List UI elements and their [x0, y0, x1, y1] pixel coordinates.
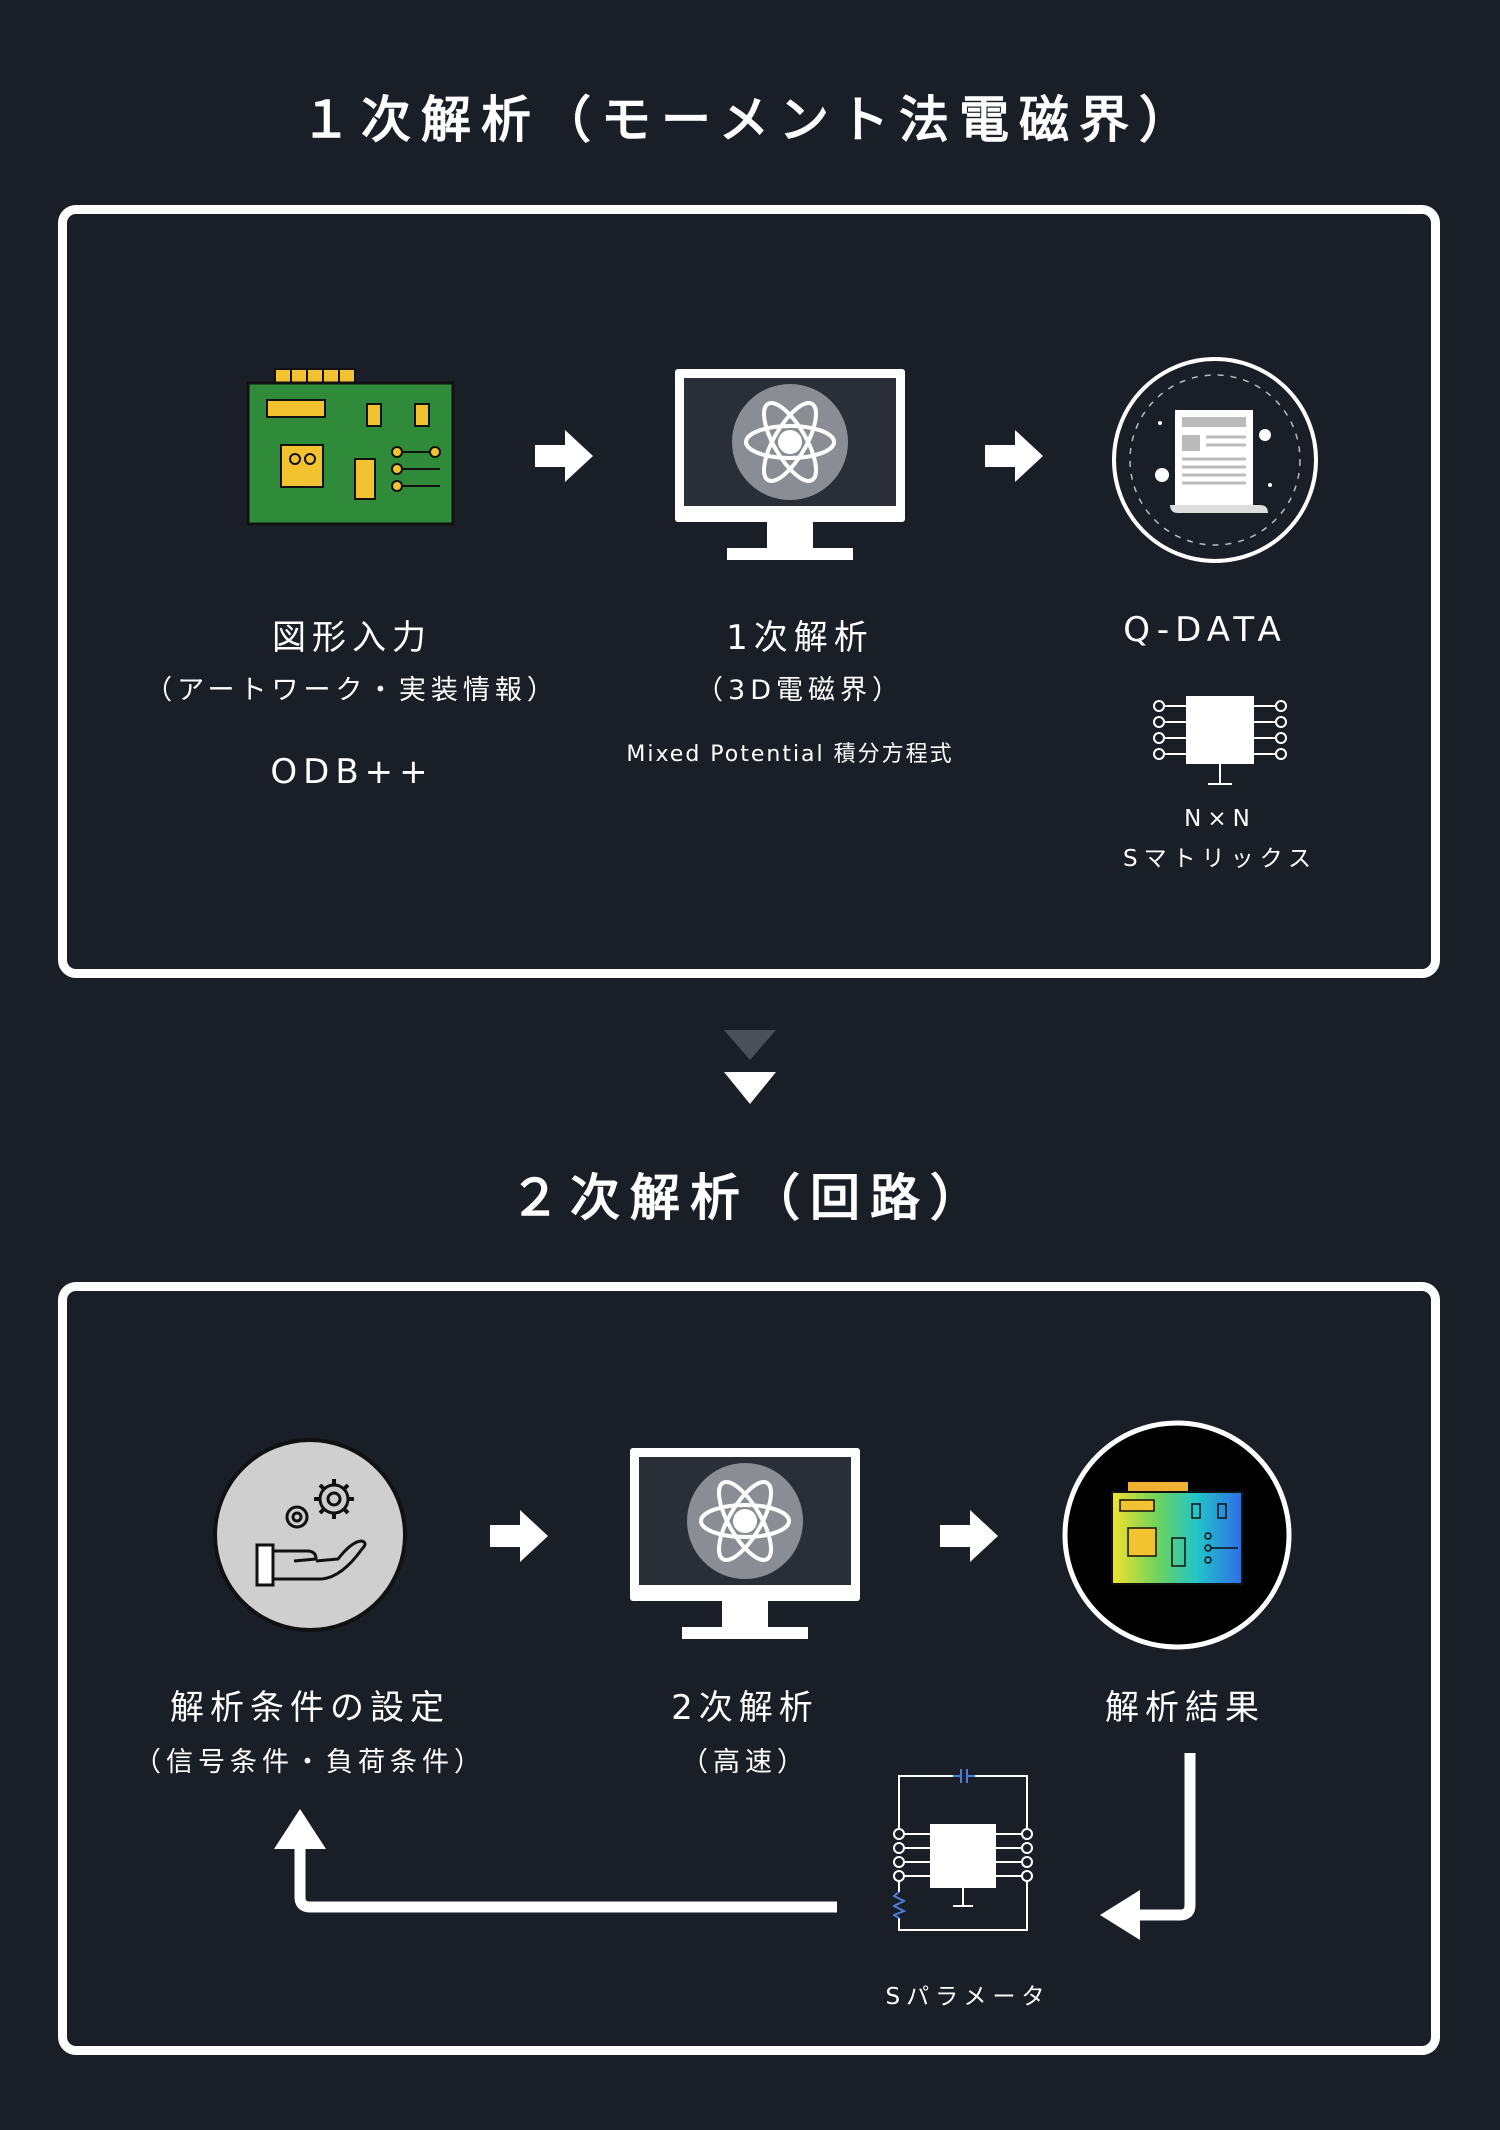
- right-arrow-icon: [490, 1510, 548, 1562]
- step1-extra: ODB++: [270, 752, 434, 792]
- document-circle-icon: [1112, 357, 1318, 563]
- step2-extra: Mixed Potential 積分方程式: [626, 742, 954, 767]
- gears-hand-icon: [213, 1438, 407, 1632]
- step2-sub: （3D電磁界）: [696, 675, 904, 706]
- matrix-line2: Sマトリックス: [1123, 846, 1317, 872]
- right-arrow-icon: [985, 430, 1043, 482]
- stage2-panel: [58, 1282, 1440, 2055]
- step1-sub: （アートワーク・実装情報）: [145, 675, 559, 706]
- circuit-icon: [893, 1769, 1033, 1931]
- s-parameter-label: Sパラメータ: [885, 1984, 1051, 2010]
- stage2-step2-sub: （高速）: [681, 1747, 809, 1778]
- right-arrow-icon: [535, 430, 593, 482]
- stage1-title: １次解析（モーメント法電磁界）: [301, 91, 1199, 149]
- chip-icon: [1153, 696, 1287, 785]
- monitor-atom-icon: [630, 1448, 860, 1639]
- stage2-step1-sub: （信号条件・負荷条件）: [134, 1747, 486, 1778]
- feedback-arrows: [274, 1753, 1196, 1940]
- stage2-title: ２次解析（回路）: [510, 1169, 990, 1227]
- matrix-line1: N×N: [1184, 806, 1256, 832]
- step2-label: 1次解析: [726, 618, 874, 658]
- stage2-step2-label: 2次解析: [671, 1688, 819, 1728]
- step3-label: Q-DATA: [1123, 610, 1287, 650]
- down-arrow-icon: [724, 1030, 776, 1104]
- heatmap-pcb-icon: [1062, 1420, 1292, 1650]
- pcb-icon: [246, 368, 455, 526]
- monitor-atom-icon: [675, 369, 905, 560]
- right-arrow-icon: [940, 1510, 998, 1562]
- stage2-step1-label: 解析条件の設定: [170, 1688, 450, 1728]
- step1-label: 図形入力: [272, 618, 432, 658]
- stage1-panel: [58, 205, 1440, 978]
- stage2-step3-label: 解析結果: [1105, 1688, 1265, 1728]
